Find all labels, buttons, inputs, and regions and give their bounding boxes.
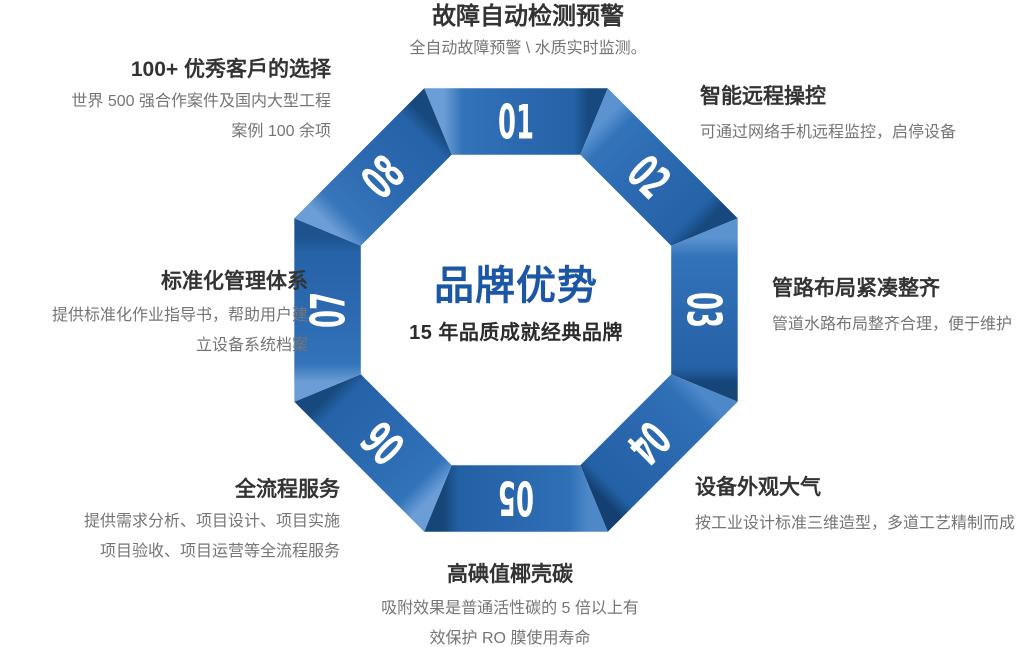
segment-number-3: 03	[676, 292, 731, 328]
segment-number-7: 07	[301, 292, 356, 328]
feature-desc-line: 提供标准化作业指导书，帮助用户建	[51, 307, 308, 324]
feature-desc-line: 按工业设计标准三维造型，多道工艺精制而成	[695, 515, 1016, 532]
feature-block-3: 管路布局紧凑整齐 管道水路布局整齐合理，便于维护	[772, 276, 1017, 340]
center-title: 品牌优势	[434, 262, 598, 309]
feature-desc-line: 提供需求分析、项目设计、项目实施	[83, 513, 340, 530]
octagon-segment-1	[424, 88, 608, 155]
feature-desc-line: 全自动故障预警 \ 水质实时监测。	[409, 40, 647, 57]
feature-title: 标准化管理体系	[161, 270, 308, 293]
octagon-segment-3	[671, 218, 738, 402]
feature-desc-line: 世界 500 强合作案件及国内大型工程	[71, 93, 331, 110]
octagon-segment-6	[294, 374, 452, 532]
center-subtitle: 15 年品质成就经典品牌	[409, 322, 623, 344]
feature-block-6: 全流程服务 提供需求分析、项目设计、项目实施 项目验收、项目运营等全流程服务	[0, 477, 340, 567]
feature-desc-line: 立设备系统档案	[195, 337, 308, 354]
center-headline: 品牌优势 15 年品质成就经典品牌	[366, 264, 666, 345]
octagon-segment-7	[294, 218, 361, 402]
feature-block-4: 设备外观大气 按工业设计标准三维造型，多道工艺精制而成	[695, 475, 1017, 539]
feature-title: 管路布局紧凑整齐	[772, 277, 940, 300]
octagon-segment-2	[580, 88, 738, 246]
octagon-segment-5	[424, 465, 608, 532]
octagon-segment-8	[294, 88, 452, 246]
feature-title: 高碘值椰壳碳	[447, 563, 573, 586]
feature-block-8: 100+ 优秀客戶的选择 世界 500 强合作案件及国内大型工程 案例 100 …	[0, 57, 331, 147]
feature-block-1: 故障自动检测预警 全自动故障预警 \ 水质实时监测。	[378, 2, 678, 64]
feature-desc-line: 管道水路布局整齐合理，便于维护	[772, 316, 1013, 333]
feature-title: 故障自动检测预警	[432, 3, 624, 30]
feature-desc-line: 可通过网络手机远程监控，启停设备	[700, 124, 957, 141]
segment-number-1: 01	[498, 95, 534, 150]
feature-title: 100+ 优秀客戶的选择	[130, 58, 331, 81]
feature-title: 设备外观大气	[695, 476, 821, 499]
feature-title: 智能远程操控	[700, 85, 826, 108]
feature-desc-line: 项目验收、项目运营等全流程服务	[99, 543, 340, 560]
feature-desc-line: 效保护 RO 膜使用寿命	[429, 630, 591, 647]
feature-block-7: 标准化管理体系 提供标准化作业指导书，帮助用户建 立设备系统档案	[0, 269, 308, 361]
octagon-segment-4	[580, 374, 738, 532]
feature-block-5: 高碘值椰壳碳 吸附效果是普通活性碳的 5 倍以上有 效保护 RO 膜使用寿命	[360, 562, 660, 647]
feature-block-2: 智能远程操控 可通过网络手机远程监控，启停设备	[700, 84, 1017, 148]
feature-desc-line: 吸附效果是普通活性碳的 5 倍以上有	[381, 600, 639, 617]
feature-title: 全流程服务	[235, 478, 340, 501]
feature-desc-line: 案例 100 余项	[231, 123, 331, 140]
segment-number-5: 05	[498, 470, 534, 525]
